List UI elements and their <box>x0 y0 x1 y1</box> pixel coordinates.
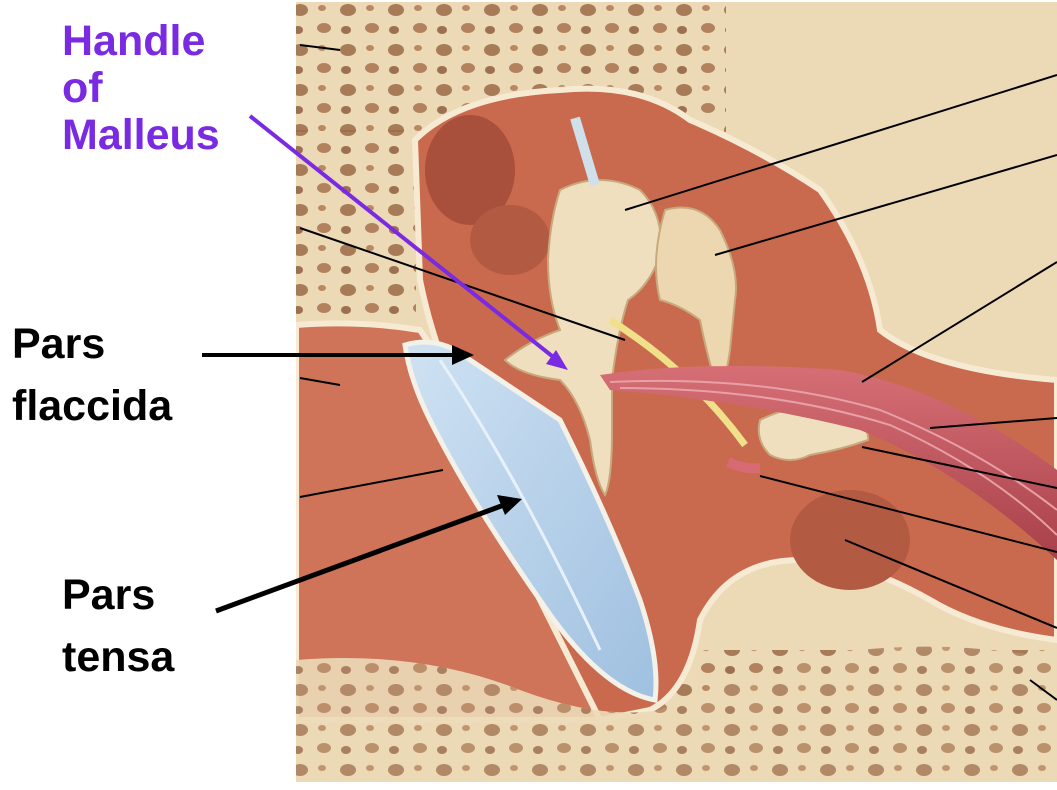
label-line: Malleus <box>62 112 220 159</box>
label-line: tensa <box>62 626 174 688</box>
label-pars-tensa: Pars tensa <box>62 564 174 688</box>
epitympanic-recess <box>470 205 550 275</box>
bone-trabeculae <box>296 130 416 320</box>
hypotympanum <box>790 490 910 590</box>
label-line: of <box>62 65 220 112</box>
label-line: Handle <box>62 18 220 65</box>
label-line: Pars <box>62 564 174 626</box>
label-pars-flaccida: Pars flaccida <box>12 313 172 437</box>
label-line: Pars <box>12 313 172 375</box>
label-handle-of-malleus: Handle of Malleus <box>62 18 220 159</box>
label-line: flaccida <box>12 375 172 437</box>
